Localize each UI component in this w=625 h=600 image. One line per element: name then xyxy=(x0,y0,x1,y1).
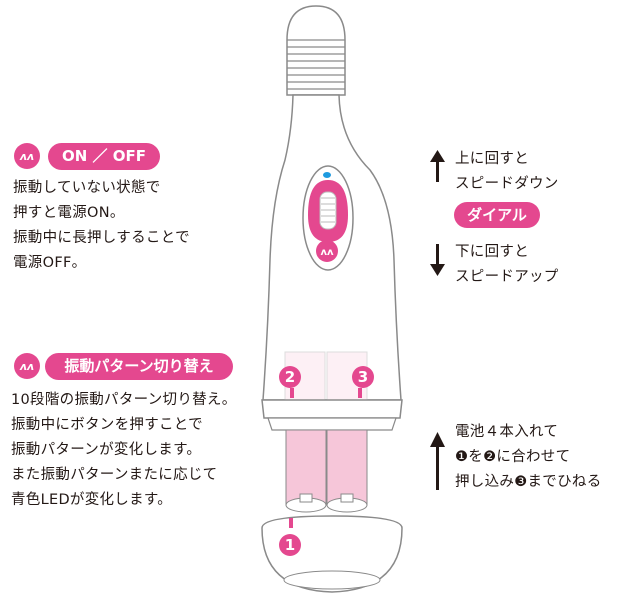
text-line: 上に回すと xyxy=(455,151,529,167)
onoff-description: 振動していない状態で 押すと電源ON。 振動中に長押しすることで 電源OFF。 xyxy=(13,176,190,276)
vibration-icon: ʌʌ xyxy=(14,353,40,379)
vibration-button xyxy=(316,240,338,262)
vibration-icon: ʌʌ xyxy=(14,143,40,169)
collar-ring xyxy=(261,399,403,419)
text-line: 電池４本入れて xyxy=(455,424,559,440)
onoff-badge: ON ／ OFF xyxy=(48,143,160,170)
text-line: ❶を❷に合わせて xyxy=(455,449,571,465)
svg-text:ʌʌ: ʌʌ xyxy=(320,247,334,258)
arrows xyxy=(430,150,445,490)
text-line: 押し込み❸までひねる xyxy=(455,474,602,490)
text-line: 電源OFF。 xyxy=(13,255,87,271)
pattern-badge: 振動パターン切り替え xyxy=(45,353,233,380)
marker-2: 2 xyxy=(279,366,301,388)
text-line: スピードダウン xyxy=(455,176,559,192)
marker-3: 3 xyxy=(352,366,374,388)
battery xyxy=(285,429,327,506)
text-line: 10段階の振動パターン切り替え。 xyxy=(11,392,237,408)
dial-up-description: 上に回すと スピードダウン xyxy=(455,147,559,197)
text-line: 振動していない状態で xyxy=(13,180,161,196)
text-line: 振動パターンが変化します。 xyxy=(11,442,202,458)
led-indicator xyxy=(323,172,331,178)
text-line: スピードアップ xyxy=(455,269,559,285)
dial-down-description: 下に回すと スピードアップ xyxy=(455,240,559,290)
text-line: 振動中に長押しすることで xyxy=(13,230,190,246)
text-line: 青色LEDが変化します。 xyxy=(11,492,173,508)
text-line: 押すと電源ON。 xyxy=(13,205,125,221)
battery-description: 電池４本入れて ❶を❷に合わせて 押し込み❸までひねる xyxy=(455,420,602,495)
text-line: また振動パターンまたに応じて xyxy=(11,467,218,483)
pattern-description: 10段階の振動パターン切り替え。 振動中にボタンを押すことで 振動パターンが変化… xyxy=(11,388,237,513)
battery xyxy=(326,429,368,506)
marker-1: 1 xyxy=(279,534,301,556)
text-line: 下に回すと xyxy=(455,244,529,260)
text-line: 振動中にボタンを押すことで xyxy=(11,417,203,433)
dial-badge: ダイアル xyxy=(454,202,540,228)
